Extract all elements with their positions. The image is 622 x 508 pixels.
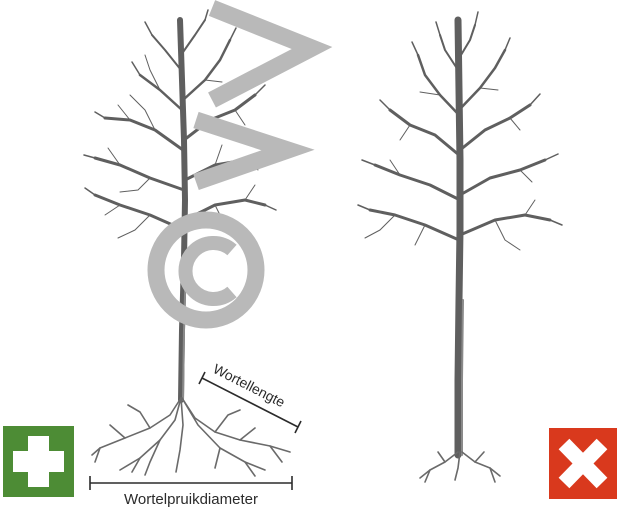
right-roots xyxy=(420,452,500,482)
right-tree xyxy=(358,12,562,482)
right-trunk xyxy=(458,20,460,455)
root-diameter-measure: Wortelpruikdiameter xyxy=(90,476,292,508)
cross-icon xyxy=(549,428,617,499)
root-diameter-label: Wortelpruikdiameter xyxy=(124,491,258,508)
root-length-measure: Wortellengte xyxy=(199,360,301,433)
plus-icon xyxy=(3,426,74,497)
left-roots xyxy=(92,398,290,476)
